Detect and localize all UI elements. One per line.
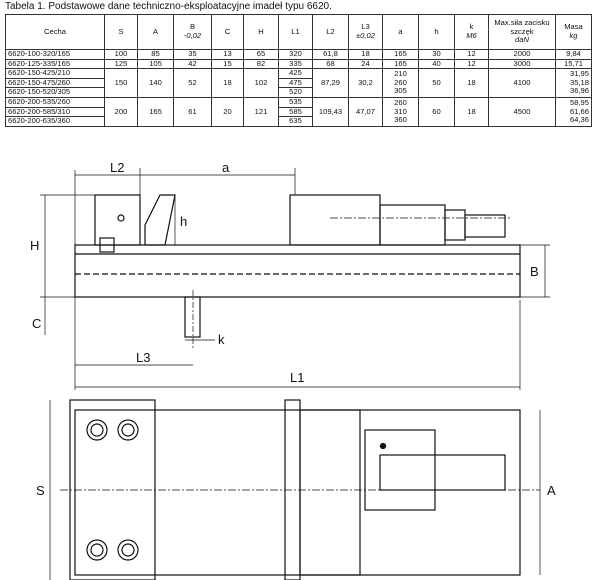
- table-cell: 20: [211, 96, 244, 127]
- table-cell: 425: [278, 68, 313, 79]
- table-cell: 87,29: [312, 68, 349, 98]
- table-cell: 102: [243, 68, 279, 98]
- table-cell: 4500: [488, 96, 556, 127]
- table-cell: 635: [278, 116, 313, 127]
- table-cell: 30,2: [348, 68, 383, 98]
- table-cell: 61,8: [312, 49, 349, 60]
- table-cell: 60: [418, 96, 455, 127]
- column-header: h: [418, 14, 455, 50]
- table-cell: 52: [173, 68, 212, 98]
- table-cell: 165: [137, 96, 174, 127]
- dim-L3: L3: [136, 350, 150, 365]
- table-cell: 4100: [488, 68, 556, 98]
- table-cell: 50: [418, 68, 455, 98]
- table-cell: 100: [104, 49, 138, 60]
- table-cell: 18: [454, 96, 489, 127]
- dim-k: k: [218, 332, 225, 347]
- top-view: [60, 399, 540, 580]
- dimension-lines: [40, 168, 550, 390]
- column-header: Cecha: [5, 14, 105, 50]
- dim-C: C: [32, 316, 41, 331]
- table-cell: 320: [278, 49, 313, 60]
- table-cell: 24: [348, 58, 383, 70]
- dim-B: B: [530, 264, 539, 279]
- dim-L2: L2: [110, 160, 124, 175]
- table-cell: 13: [211, 49, 244, 60]
- table-cell: 150: [104, 68, 138, 98]
- column-header: C: [211, 14, 244, 50]
- column-header: A: [137, 14, 174, 50]
- table-cell: 105: [137, 58, 174, 70]
- table-cell: 6620-150-425/210: [5, 68, 105, 79]
- column-header: L3±0,02: [348, 14, 383, 50]
- column-header: a: [382, 14, 419, 50]
- table-cell: 2000: [488, 49, 556, 60]
- table-cell: 68: [312, 58, 349, 70]
- table-cell: 85: [137, 49, 174, 60]
- table-cell: 61: [173, 96, 212, 127]
- table-cell: 165: [382, 58, 419, 70]
- table-cell: 6620-200-535/260: [5, 96, 105, 108]
- table-cell: 6620-200-635/360: [5, 116, 105, 127]
- top-dimension-lines: [49, 400, 541, 580]
- table-cell: 65: [243, 49, 279, 60]
- dim-S: S: [36, 483, 45, 498]
- table-cell: 3000: [488, 58, 556, 70]
- column-header: L2: [312, 14, 349, 50]
- table-cell: 535: [278, 96, 313, 108]
- table-row: 6620-200-635/360 635: [5, 116, 592, 127]
- column-header: H: [243, 14, 279, 50]
- table-cell: 165: [382, 49, 419, 60]
- table-cell: 40: [418, 58, 455, 70]
- vise-drawing: L2 a H h B C k L3 L1 S A: [30, 160, 556, 580]
- table-cell: 12: [454, 49, 489, 60]
- side-view: [74, 194, 521, 350]
- table-caption: Tabela 1. Podstawowe dane techniczno-eks…: [5, 1, 332, 12]
- table-cell: 200: [104, 96, 138, 127]
- column-header: L1: [278, 14, 313, 50]
- table-cell: 47,07: [348, 96, 383, 127]
- table-cell: 125: [104, 58, 138, 70]
- table-cell: 18: [348, 49, 383, 60]
- table-cell: 15: [211, 58, 244, 70]
- dim-H: H: [30, 238, 39, 253]
- table-cell: 18: [211, 68, 244, 98]
- table-cell: 121: [243, 96, 279, 127]
- dim-h: h: [180, 214, 187, 229]
- table-cell: 18: [454, 68, 489, 98]
- table-cell: 82: [243, 58, 279, 70]
- dim-L1: L1: [290, 370, 304, 385]
- table-cell: 6620-100-320/165: [5, 49, 105, 60]
- table-cell: 140: [137, 68, 174, 98]
- table-cell: 35: [173, 49, 212, 60]
- dim-A: A: [547, 483, 556, 498]
- table-cell: 9,84: [555, 49, 592, 60]
- column-header: B-0,02: [173, 14, 212, 50]
- table-cell: 12: [454, 58, 489, 70]
- table-cell: 109,43: [312, 96, 349, 127]
- dim-a: a: [222, 160, 230, 175]
- table-cell: 42: [173, 58, 212, 70]
- column-header: S: [104, 14, 138, 50]
- table-cell: 30: [418, 49, 455, 60]
- table-cell: 15,71: [555, 58, 592, 70]
